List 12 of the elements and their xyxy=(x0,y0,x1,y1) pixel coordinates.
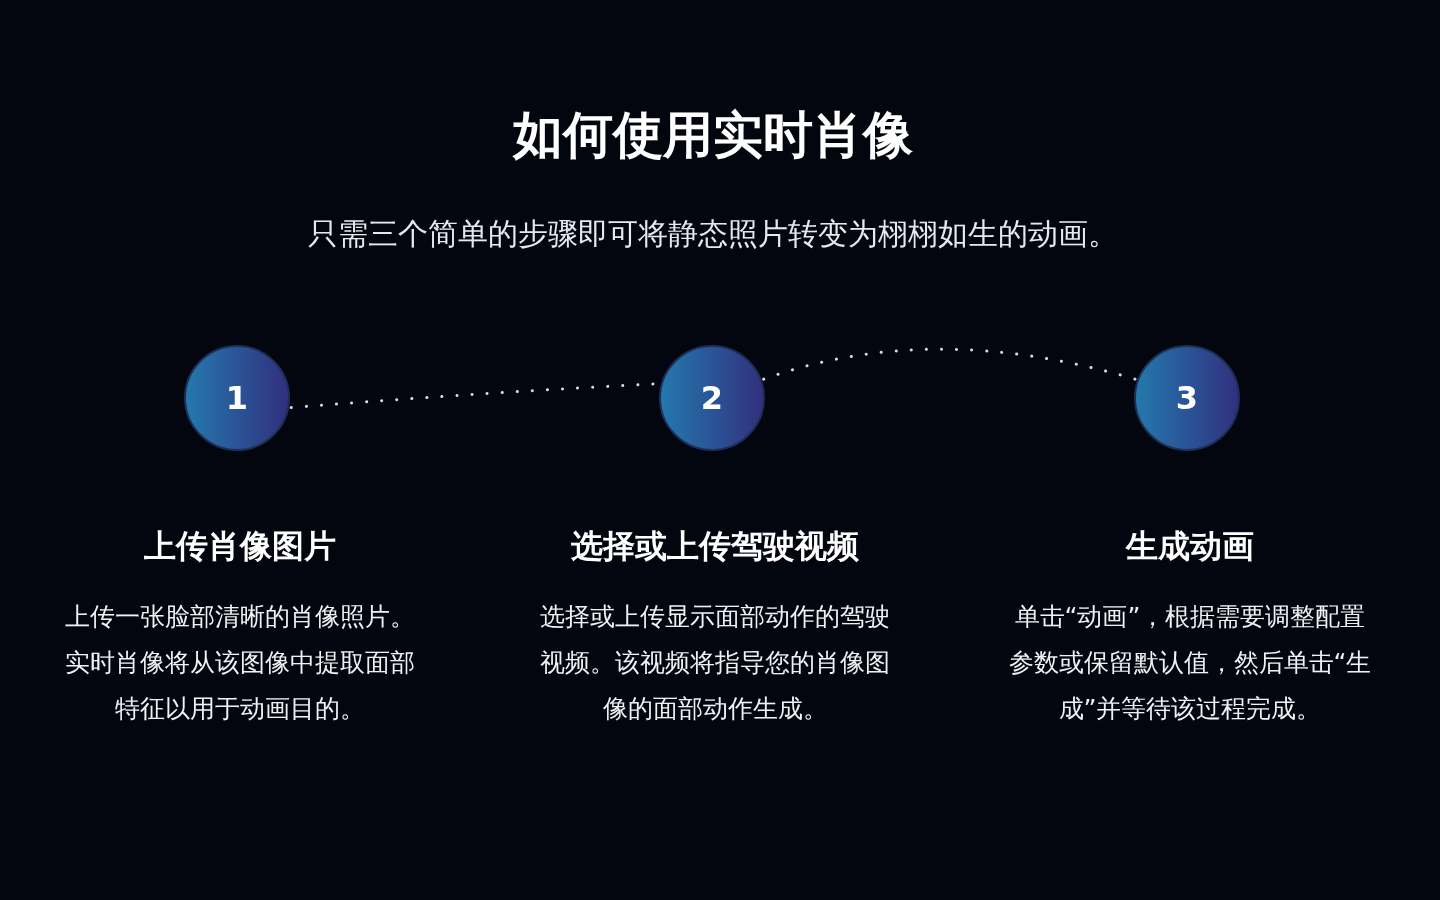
page-title: 如何使用实时肖像 xyxy=(512,105,913,166)
step-heading: 生成动画 xyxy=(1126,526,1254,567)
step-description: 单击“动画”，根据需要调整配置参数或保留默认值，然后单击“生成”并等待该过程完成。 xyxy=(1007,601,1373,725)
step-heading: 选择或上传驾驶视频 xyxy=(571,526,859,567)
step-number: 2 xyxy=(700,378,724,418)
dotted-connector xyxy=(762,347,1137,381)
step-description: 选择或上传显示面部动作的驾驶视频。该视频将指导您的肖像图像的面部动作生成。 xyxy=(539,601,891,725)
subtitle: 只需三个简单的步骤即可将静态照片转变为栩栩如生的动画。 xyxy=(307,215,1118,253)
step-description: 上传一张脸部清晰的肖像照片。实时肖像将从该图像中提取面部特征以用于动画目的。 xyxy=(64,601,416,725)
step-number: 1 xyxy=(225,378,249,418)
step-heading: 上传肖像图片 xyxy=(144,526,336,567)
step-number: 3 xyxy=(1175,378,1199,418)
